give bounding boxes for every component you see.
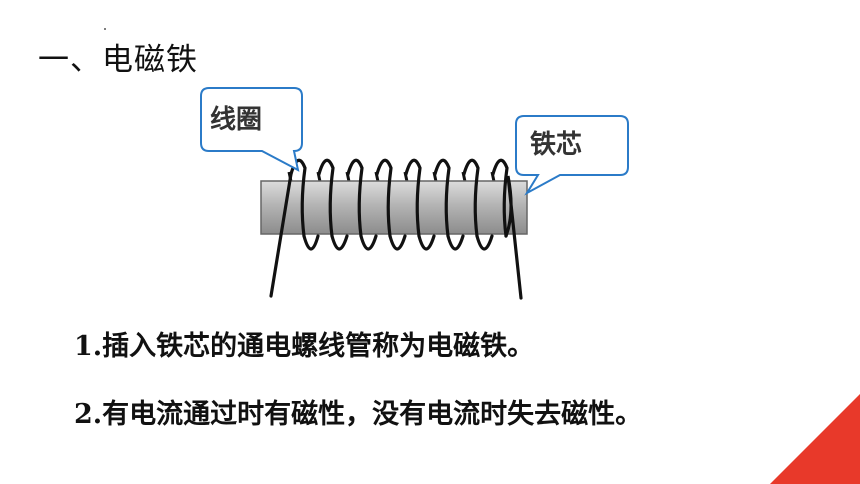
coil-front-turns (269, 158, 523, 300)
core-callout: 铁芯 (515, 115, 629, 196)
core-label: 铁芯 (530, 129, 582, 160)
decorative-dot (104, 28, 106, 30)
iron-core (260, 180, 528, 235)
point-1: 1.插入铁芯的通电螺线管称为电磁铁。 (74, 331, 535, 362)
coil-label: 线圈 (210, 105, 262, 135)
coil-callout: 线圈 (200, 87, 303, 172)
point-2: 2.有电流通过时有磁性，没有电流时失去磁性。 (74, 399, 643, 430)
slide-title: 一、电磁铁 (38, 42, 198, 78)
corner-accent (770, 394, 860, 484)
